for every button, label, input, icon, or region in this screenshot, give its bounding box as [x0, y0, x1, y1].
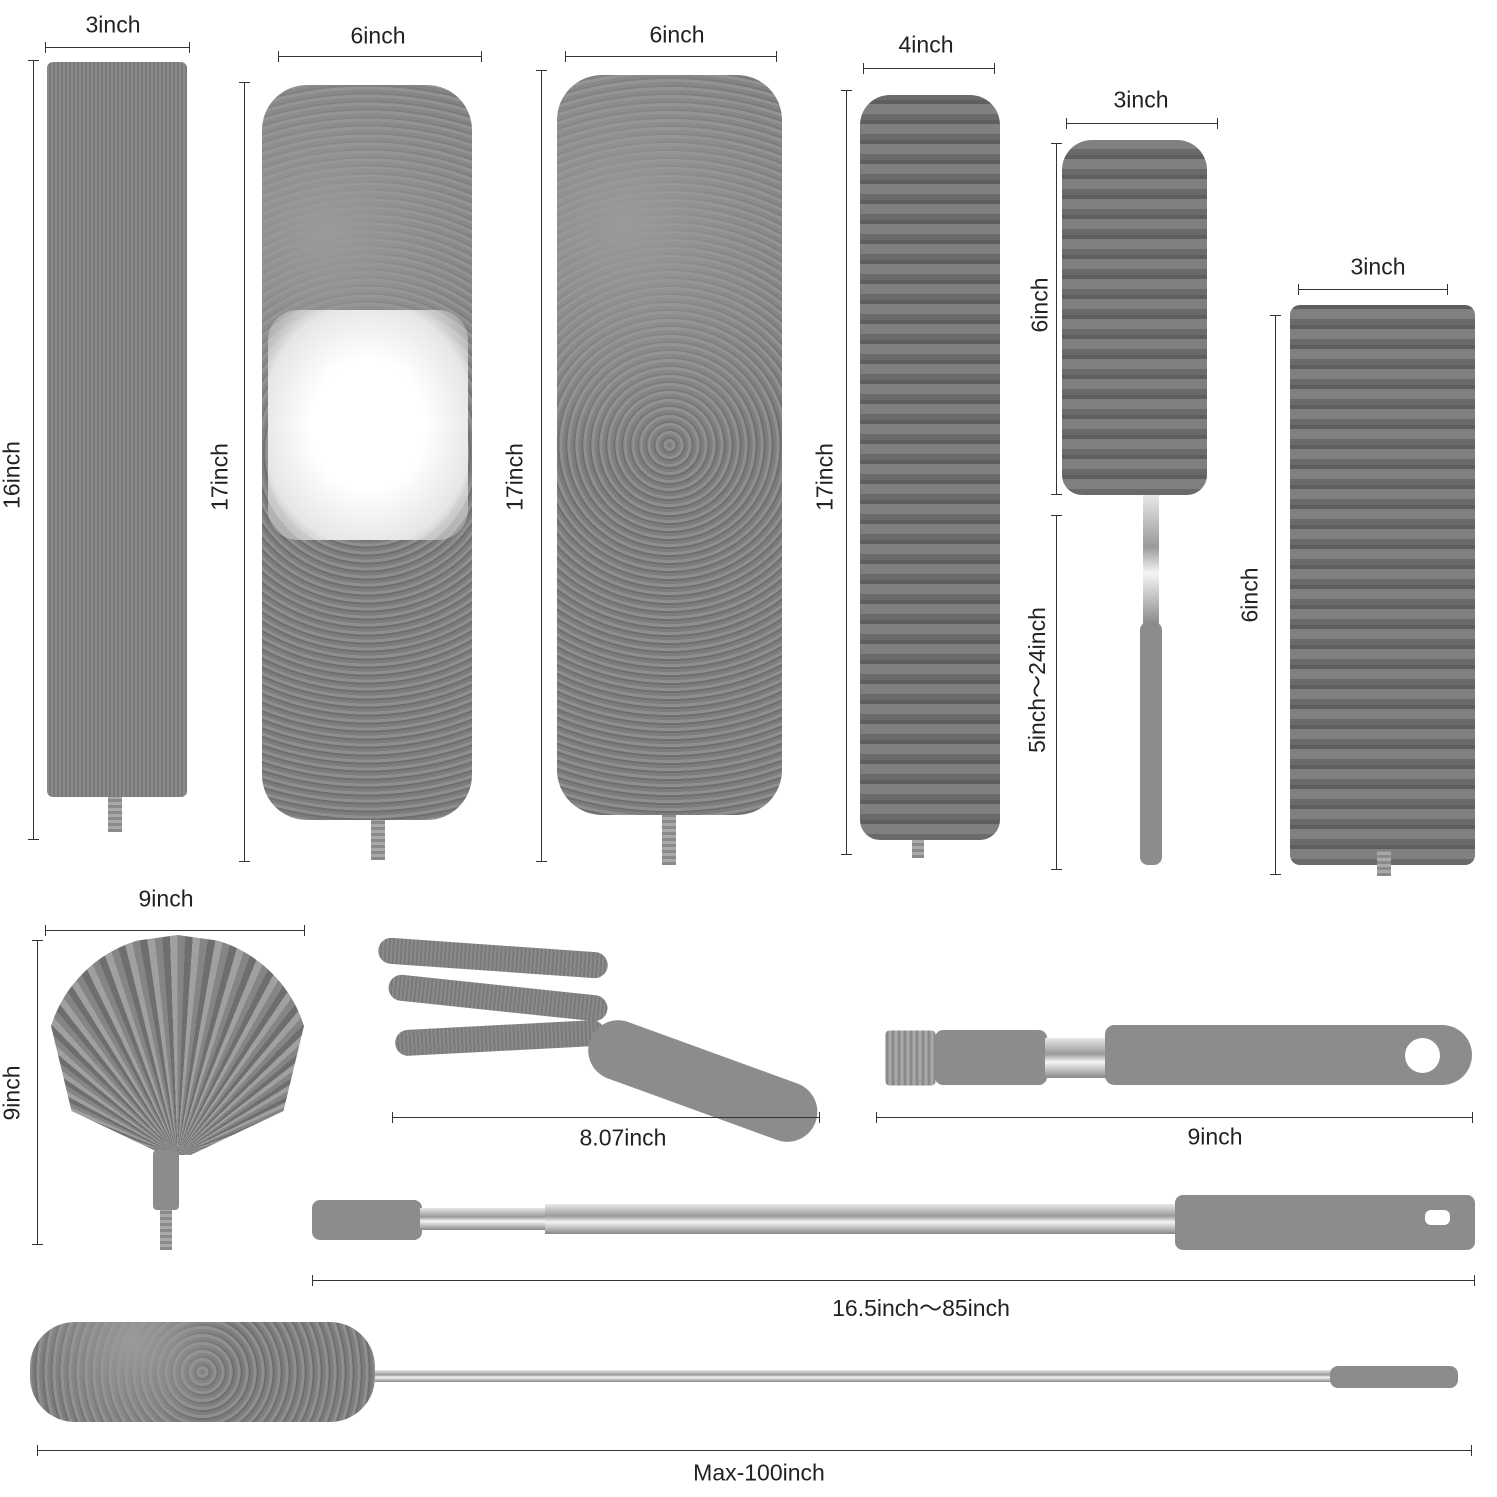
connector-screw	[160, 1210, 172, 1250]
pole-tip	[312, 1200, 422, 1240]
dimension-line	[37, 1445, 1472, 1456]
length-label: 8.07inch	[579, 1124, 667, 1151]
pole-segment	[545, 1204, 1180, 1234]
head-length-label: 6inch	[1026, 277, 1053, 333]
dimension-line	[312, 1275, 1475, 1286]
dimension-line	[1051, 515, 1062, 870]
dimension-line	[1270, 315, 1281, 875]
assembled-duster-head	[30, 1322, 375, 1422]
dimension-line	[32, 940, 43, 1245]
telescopic-handle	[1143, 495, 1159, 625]
length-label: Max-100inch	[693, 1459, 825, 1486]
pole-segment	[420, 1208, 550, 1230]
chenille-bendable-duster	[860, 95, 1000, 840]
mini-chenille-duster	[1062, 140, 1207, 495]
dimension-line	[536, 70, 547, 862]
assembled-grip	[1330, 1366, 1458, 1388]
connector-screw	[662, 815, 676, 865]
flat-chenille-duster	[1290, 305, 1475, 865]
length-label: 17inch	[811, 443, 838, 511]
dimension-line	[1051, 143, 1062, 495]
hanging-hole	[1425, 1210, 1450, 1225]
length-label: 6inch	[1236, 567, 1263, 623]
length-label: 9inch	[1187, 1123, 1243, 1150]
length-label: 16.5inch～85inch	[832, 1295, 1010, 1321]
width-label: 3inch	[1350, 253, 1406, 280]
dimension-line	[1066, 118, 1218, 129]
dimension-line	[876, 1112, 1473, 1123]
length-label: 17inch	[501, 443, 528, 511]
dimension-line	[278, 51, 482, 62]
connector-screw	[1377, 850, 1391, 876]
handle-length-label: 5inch～24inch	[1024, 607, 1050, 753]
handle-sleeve	[935, 1030, 1047, 1085]
width-label: 3inch	[85, 11, 141, 38]
connector-screw	[371, 820, 385, 860]
width-label: 6inch	[649, 21, 705, 48]
hanging-hole	[1405, 1038, 1440, 1073]
assembled-pole	[375, 1370, 1335, 1382]
blind-cleaner-blade	[387, 973, 609, 1023]
length-label: 17inch	[206, 443, 233, 511]
width-label: 9inch	[138, 885, 194, 912]
handle-grip	[1140, 622, 1162, 865]
gray-fluffy-duster	[557, 75, 782, 815]
dimension-line	[392, 1112, 820, 1123]
dimension-line	[863, 63, 995, 74]
dimension-line	[45, 42, 190, 53]
hanging-hole	[787, 1057, 807, 1077]
cobweb-brush	[45, 935, 310, 1155]
pole-grip	[1175, 1195, 1475, 1250]
width-label: 3inch	[1113, 86, 1169, 113]
dimension-line	[1298, 284, 1448, 295]
blind-cleaner-blade	[394, 1019, 606, 1057]
connector-screw	[108, 797, 122, 832]
width-label: 4inch	[898, 31, 954, 58]
microfiber-sleeve-duster	[47, 62, 187, 797]
dimension-line	[28, 60, 39, 840]
handle-steel	[1045, 1038, 1110, 1078]
width-label: 6inch	[350, 22, 406, 49]
brush-connector	[153, 1150, 179, 1210]
dimension-line	[239, 82, 250, 862]
length-label: 9inch	[0, 1065, 25, 1121]
dimension-line	[841, 90, 852, 855]
blind-cleaner-blade	[377, 937, 609, 979]
length-label: 16inch	[0, 441, 25, 509]
white-section	[268, 310, 468, 540]
connector-screw	[912, 840, 924, 858]
handle-thread	[885, 1030, 936, 1086]
dimension-line	[45, 925, 305, 936]
dimension-line	[565, 51, 777, 62]
